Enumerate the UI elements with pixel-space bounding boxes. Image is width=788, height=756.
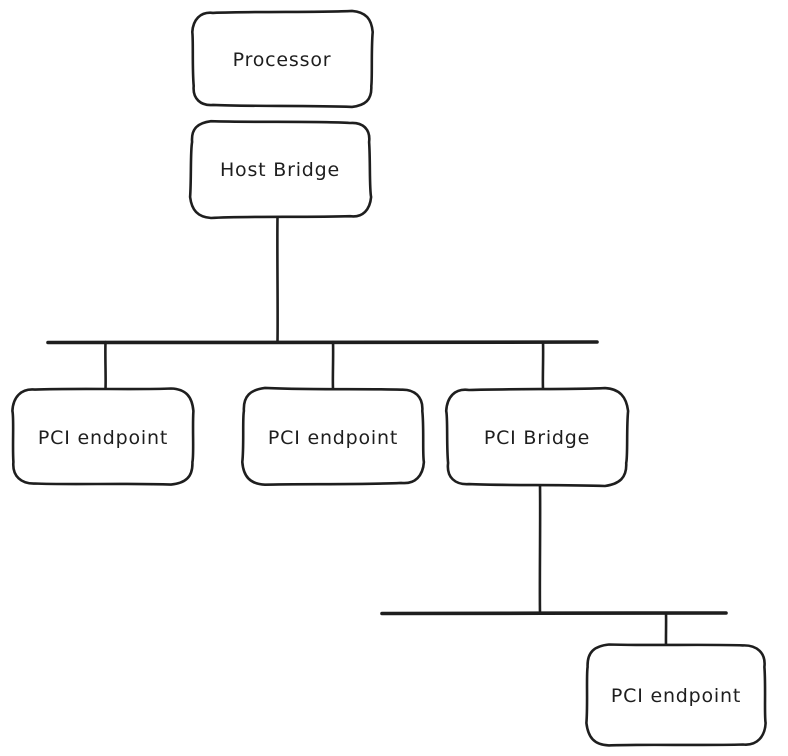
node-pci-endpoint-1: PCI endpoint [11, 387, 195, 486]
pci-endpoint-2-label: PCI endpoint [268, 427, 398, 449]
pci-bridge-label: PCI Bridge [484, 427, 590, 449]
pci-bridge-box [444, 386, 630, 488]
pci-endpoint-3-box [585, 643, 767, 747]
host-bridge-box [188, 119, 373, 220]
node-pci-endpoint-2: PCI endpoint [241, 386, 426, 486]
processor-label: Processor [233, 49, 332, 71]
pci-endpoint-1-label: PCI endpoint [38, 427, 168, 449]
node-pci-endpoint-3: PCI endpoint [585, 643, 767, 747]
pci-endpoint-3-label: PCI endpoint [611, 685, 741, 707]
pci-endpoint-1-box [11, 387, 195, 486]
primary-bus-line [46, 340, 599, 345]
node-host-bridge: Host Bridge [188, 119, 373, 220]
host-bridge-label: Host Bridge [220, 159, 340, 181]
secondary-bus-line [380, 611, 728, 616]
processor-box [191, 9, 374, 109]
node-pci-bridge: PCI Bridge [444, 386, 630, 488]
pci-endpoint-2-box [241, 386, 426, 486]
edges [46, 215, 728, 647]
node-processor: Processor [191, 9, 374, 109]
